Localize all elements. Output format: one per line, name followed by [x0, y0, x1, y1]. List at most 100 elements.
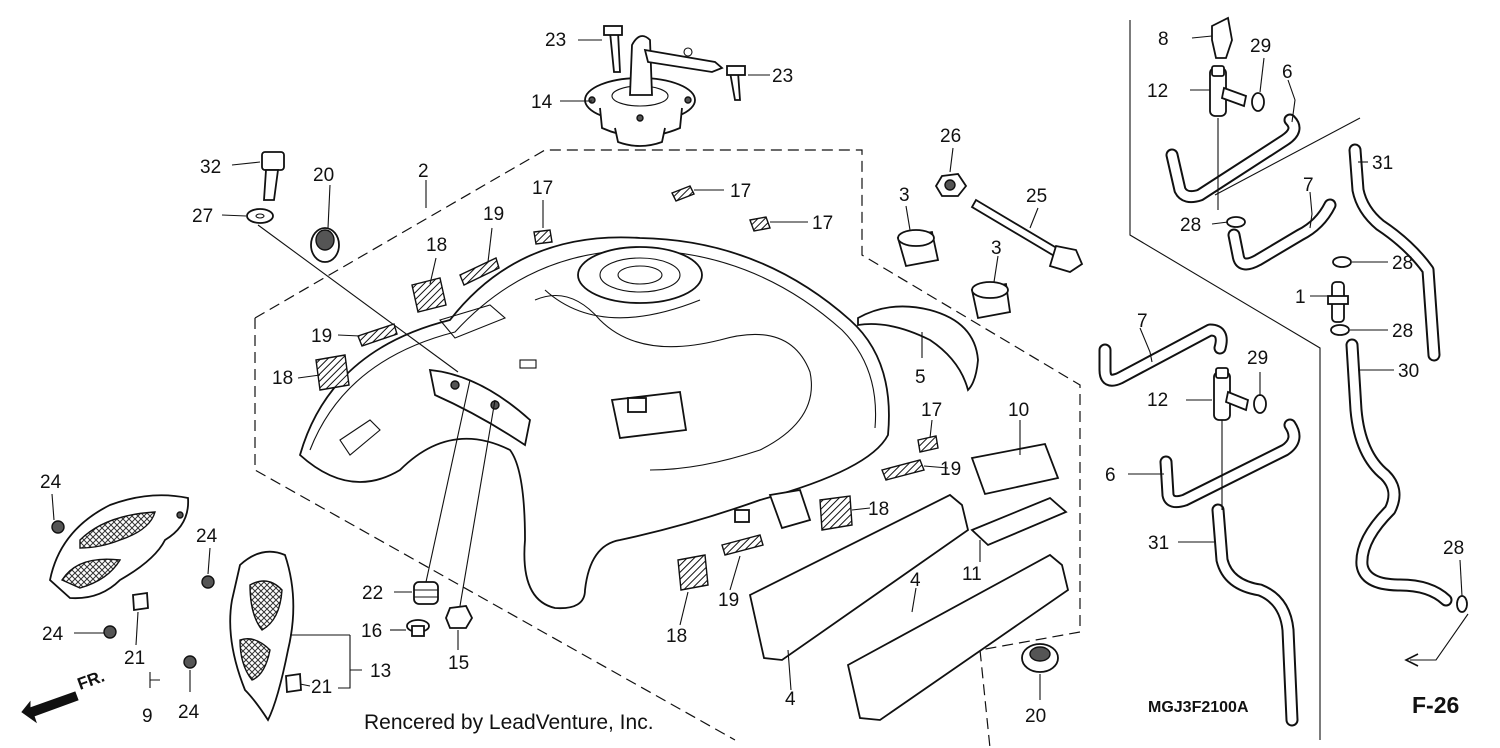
callout-4a: 4	[785, 689, 796, 710]
callout-30: 30	[1398, 361, 1419, 382]
callout-24d: 24	[178, 702, 200, 723]
callout-15: 15	[448, 653, 469, 674]
callout-1: 1	[1295, 287, 1306, 308]
pad-18-right	[819, 495, 853, 531]
reference-label: F-26	[1412, 692, 1459, 718]
cushion-20-bottom	[1021, 643, 1059, 673]
callout-4b: 4	[910, 570, 921, 591]
screw-24-b	[103, 625, 117, 639]
callout-6a: 6	[1282, 62, 1293, 83]
clip-29-lower	[1253, 394, 1267, 414]
callout-18b: 18	[272, 368, 293, 389]
callout-labels: 1 2 3 3 4 4 5 6 6 7 7 8 9 10 11 12 12 13…	[40, 29, 1464, 727]
clip-28-a	[1226, 216, 1246, 228]
main-assembly-frame	[254, 149, 1081, 748]
three-way-joint-12-lower	[1213, 367, 1250, 421]
render-credit: Rencered by LeadVenture, Inc.	[364, 711, 654, 734]
callout-28a: 28	[1180, 215, 1201, 236]
callout-8: 8	[1158, 29, 1169, 50]
front-label: FR.	[75, 667, 107, 694]
callout-6b: 6	[1105, 465, 1116, 486]
callout-23a: 23	[545, 30, 566, 51]
side-cover-13	[229, 550, 295, 722]
callout-18d: 18	[666, 626, 687, 647]
pad-18-bottom	[677, 554, 709, 591]
callout-17b: 17	[730, 181, 751, 202]
bolt-16	[406, 619, 430, 637]
hose-31-lower	[1211, 503, 1299, 727]
clip-28-b	[1332, 256, 1352, 268]
callout-28d: 28	[1443, 538, 1464, 559]
strip-5	[857, 305, 979, 392]
clip-21-a	[132, 591, 149, 612]
callout-3b: 3	[991, 238, 1002, 259]
callout-24a: 24	[40, 472, 62, 493]
hose-6-upper	[1165, 113, 1301, 204]
hose-30	[1345, 338, 1453, 607]
callout-12b: 12	[1147, 390, 1168, 411]
callout-31a: 31	[1372, 153, 1393, 174]
clip-29-upper	[1251, 92, 1265, 112]
callout-21a: 21	[124, 648, 145, 669]
pad-19-left	[357, 323, 398, 347]
screw-24-a	[51, 520, 65, 534]
diagram-code: MGJ3F2100A	[1148, 699, 1249, 716]
callout-10: 10	[1008, 400, 1029, 421]
fuel-filler-cap	[584, 25, 746, 147]
callout-17c: 17	[812, 213, 833, 234]
callout-7b: 7	[1137, 311, 1148, 332]
bolt-32	[261, 151, 285, 201]
callout-28c: 28	[1392, 321, 1413, 342]
callout-22: 22	[362, 583, 383, 604]
callout-28b: 28	[1392, 253, 1413, 274]
leader-lines	[51, 35, 1463, 700]
washer-27	[246, 208, 274, 224]
hose-7-lower	[1098, 323, 1228, 387]
hose-31-upper	[1348, 143, 1441, 362]
callout-19b: 19	[311, 326, 332, 347]
callout-12a: 12	[1147, 81, 1168, 102]
callout-20b: 20	[1025, 706, 1046, 727]
callout-18a: 18	[426, 235, 447, 256]
callout-29a: 29	[1250, 36, 1271, 57]
callout-31b: 31	[1148, 533, 1169, 554]
clip-21-b	[285, 672, 302, 694]
callout-3a: 3	[899, 185, 910, 206]
cap-8	[1211, 16, 1233, 59]
joint-1	[1327, 281, 1349, 323]
callout-13: 13	[370, 661, 391, 682]
callout-32: 32	[200, 157, 221, 178]
pad-17-upper	[533, 229, 553, 245]
hose-group-frame	[1129, 20, 1361, 740]
three-way-joint-12-upper	[1209, 65, 1248, 117]
hose-6-lower	[1159, 418, 1301, 509]
clip-28-d	[1456, 595, 1468, 613]
pad-18-upper	[411, 277, 447, 313]
label-11	[970, 496, 1068, 547]
nut-26	[934, 173, 968, 197]
callout-14: 14	[531, 92, 553, 113]
callout-25: 25	[1026, 186, 1047, 207]
callout-5: 5	[915, 367, 926, 388]
grommet-22	[413, 581, 439, 605]
callout-29b: 29	[1247, 348, 1268, 369]
callout-2: 2	[418, 161, 429, 182]
pad-17-lower	[917, 435, 939, 453]
callout-27: 27	[192, 206, 213, 227]
clip-28-c	[1330, 324, 1350, 336]
callout-20a: 20	[313, 165, 334, 186]
nut-15	[445, 605, 474, 629]
screw-24-c	[201, 575, 215, 589]
hose-7-upper	[1227, 198, 1337, 271]
callout-23b: 23	[772, 66, 793, 87]
cushion-20-left	[310, 227, 340, 263]
side-cover-9	[49, 494, 189, 600]
callout-19d: 19	[718, 590, 739, 611]
callout-19a: 19	[483, 204, 504, 225]
side-rubber-4-lower	[846, 553, 1070, 721]
label-10	[970, 442, 1060, 496]
callout-7a: 7	[1303, 175, 1314, 196]
callout-26: 26	[940, 126, 961, 147]
pad-19-right	[881, 459, 925, 481]
callout-9: 9	[142, 706, 153, 727]
